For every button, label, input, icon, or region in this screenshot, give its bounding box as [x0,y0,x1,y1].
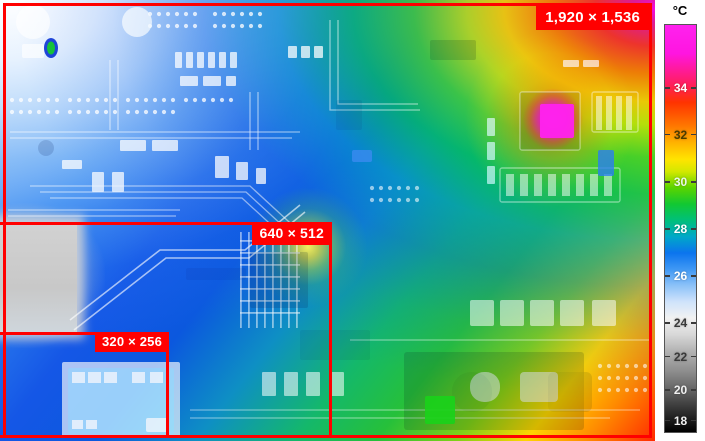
roi-label-low-resolution: 320 × 256 [95,332,169,352]
roi-label-mid-resolution: 640 × 512 [251,222,332,245]
cool-shield-connector [0,221,78,333]
roi-label-full-resolution: 1,920 × 1,536 [536,6,649,30]
pcb-accents [44,38,614,424]
thermal-image: 1,920 × 1,536 640 × 512 320 × 256 [0,0,655,441]
roi-box-low-resolution[interactable]: 320 × 256 [0,332,169,438]
temperature-unit-label: °C [672,3,688,18]
temperature-colorbar-gradient [665,25,696,432]
